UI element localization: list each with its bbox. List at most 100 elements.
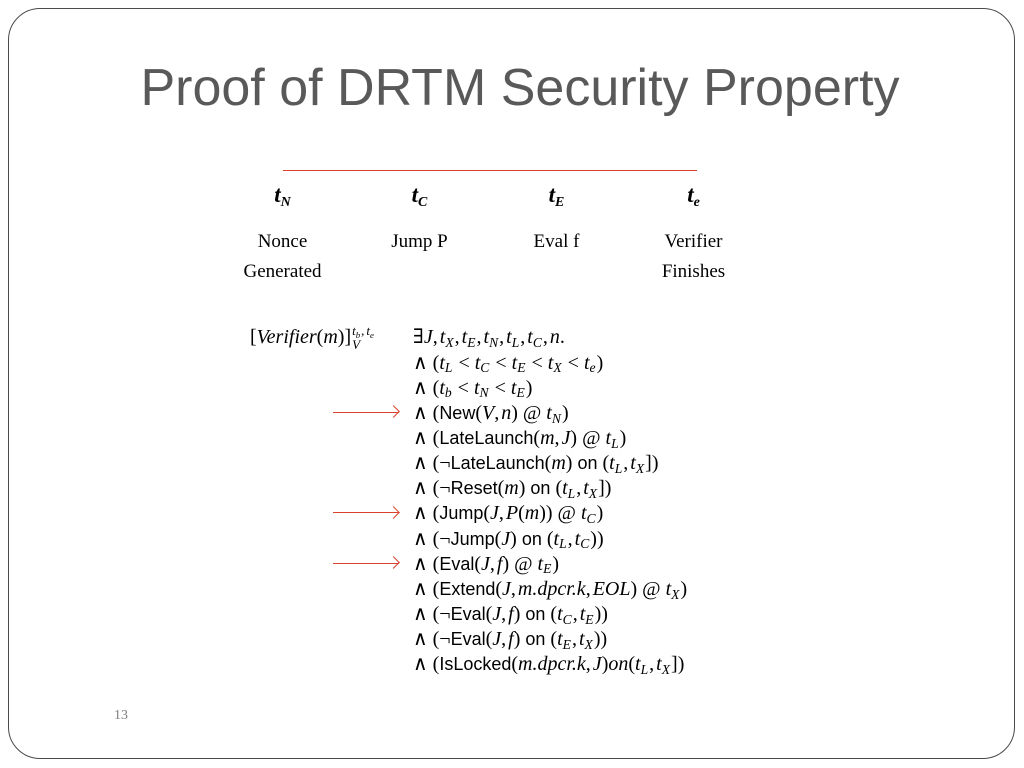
subscript: E [467, 335, 476, 351]
formula-token: tL [605, 426, 619, 451]
formula-token: J [492, 602, 502, 625]
formula-token: on [521, 528, 542, 549]
formula-token: J [481, 552, 490, 575]
formula-token: ) @ [511, 401, 547, 424]
formula-token: ∧ ( [413, 552, 440, 575]
formula-token: ( [495, 577, 503, 600]
formula-token: ) [601, 653, 609, 676]
formula-token: m [524, 502, 540, 525]
formula-token: ( [628, 653, 636, 676]
formula-token: tN [546, 401, 561, 426]
formula-token: LateLaunch [450, 453, 545, 474]
subscript: N [489, 335, 499, 351]
formula-token: m.dpcr.k [518, 653, 586, 676]
formula-token: tC [557, 602, 572, 627]
subscript: L [614, 460, 623, 476]
highlight-arrow [333, 411, 399, 413]
formula-token: ]) [671, 653, 685, 676]
formula-token: ) [596, 502, 604, 525]
formula-token: ( [497, 477, 505, 500]
formula-token: ( [545, 628, 558, 651]
formula-token: ]) [598, 477, 612, 500]
formula-token: Jump [450, 528, 495, 549]
formula-token: Reset [450, 478, 498, 499]
subscript: E [516, 385, 525, 401]
formula-token: tC [574, 527, 590, 552]
formula-token: ]) [645, 452, 659, 475]
formula-token: , [554, 426, 560, 449]
formula-token: [ [250, 326, 257, 348]
formula-line: ∧ (Extend(J,m.dpcr.k,EOL) @ tX) [413, 577, 687, 602]
formula-token: ∧ ( [413, 351, 440, 374]
formula-token: Jump [439, 503, 484, 524]
subscript: b [355, 329, 361, 340]
formula-token: tb [439, 376, 452, 401]
formula-token: f [508, 628, 514, 651]
timeline-point-verifier: te Verifier Finishes [625, 181, 762, 291]
formula-token: New [439, 402, 476, 423]
formula-token: ∧ (¬ [413, 602, 451, 625]
formula-token: ∧ ( [413, 426, 440, 449]
formula-line: ∧ (¬Eval(J,f) on (tC,tE)) [413, 602, 687, 627]
time-variable: t [274, 182, 281, 207]
formula-token: tX [547, 351, 562, 376]
formula-token: tX [578, 628, 593, 652]
subscript: L [567, 486, 576, 502]
formula-line: ∧ (¬Reset(m) on (tL,tX]) [413, 476, 687, 501]
formula-token: tE [537, 552, 552, 577]
formula-token: ( [550, 477, 563, 500]
subscript: X [661, 662, 671, 678]
subscript: L [611, 435, 619, 451]
formula-token: ( [494, 527, 502, 550]
formula-token: tL [635, 653, 649, 678]
formula-token: ) [552, 552, 560, 575]
subscript: X [445, 335, 454, 351]
formula-token: ( [518, 502, 525, 525]
formula-token: J [490, 502, 499, 525]
formula-token: tX [630, 452, 645, 476]
highlight-arrow [333, 512, 399, 514]
formula-token: m [504, 477, 519, 500]
formula-token: Verifier [256, 326, 317, 348]
formula-token: )) [593, 628, 608, 651]
formula-token: , [649, 653, 655, 676]
subscript: X [553, 360, 562, 376]
formula-token: , [571, 628, 577, 651]
formula-token: tX [665, 577, 680, 602]
formula-token: ∧ ( [413, 376, 440, 399]
formula-token: Eval [450, 629, 486, 650]
formula-token: te [583, 351, 596, 376]
formula-line: ∧ (LateLaunch(m,J) @ tL) [413, 426, 687, 451]
formula-token: J [423, 326, 433, 349]
time-variable: t [687, 182, 694, 207]
time-subscript: E [555, 195, 565, 211]
subscript: X [584, 636, 593, 652]
formula-token: ∧ (¬ [413, 628, 451, 651]
formula-token: ( [474, 552, 481, 575]
formula-token: tE [557, 628, 571, 652]
formula-token: tE [510, 376, 525, 401]
formula-token: ( [483, 502, 490, 525]
formula-token: tX [439, 326, 454, 351]
formula-token: ) [510, 527, 522, 550]
caption-line: Nonce [257, 231, 308, 252]
formula-token: , [567, 527, 573, 550]
formula-token: < [453, 351, 475, 374]
formula-token: ( [545, 602, 558, 625]
time-label: te [625, 181, 762, 210]
formula-token: , [501, 602, 507, 625]
formula-token: tN [483, 326, 499, 351]
formula-line: ∃J,tX,tE,tN,tL,tC,n. [413, 325, 687, 350]
formula-token: < [489, 376, 511, 399]
formula-token: , [542, 326, 548, 349]
subscript: L [444, 360, 453, 376]
formula-token: m.dpcr.k [517, 577, 586, 600]
formula-conjuncts: ∃J,tX,tE,tN,tL,tC,n.∧ (tL < tC < tE < tX… [333, 325, 687, 678]
subscript: e [370, 329, 374, 340]
formula-token: tX [583, 477, 598, 502]
formula-token: , [498, 502, 504, 525]
subscript: E [517, 360, 526, 376]
formula-line: ∧ (Eval(J,f) @ tE) [333, 552, 687, 577]
timeline-point-nonce: tN Nonce Generated [214, 181, 351, 291]
